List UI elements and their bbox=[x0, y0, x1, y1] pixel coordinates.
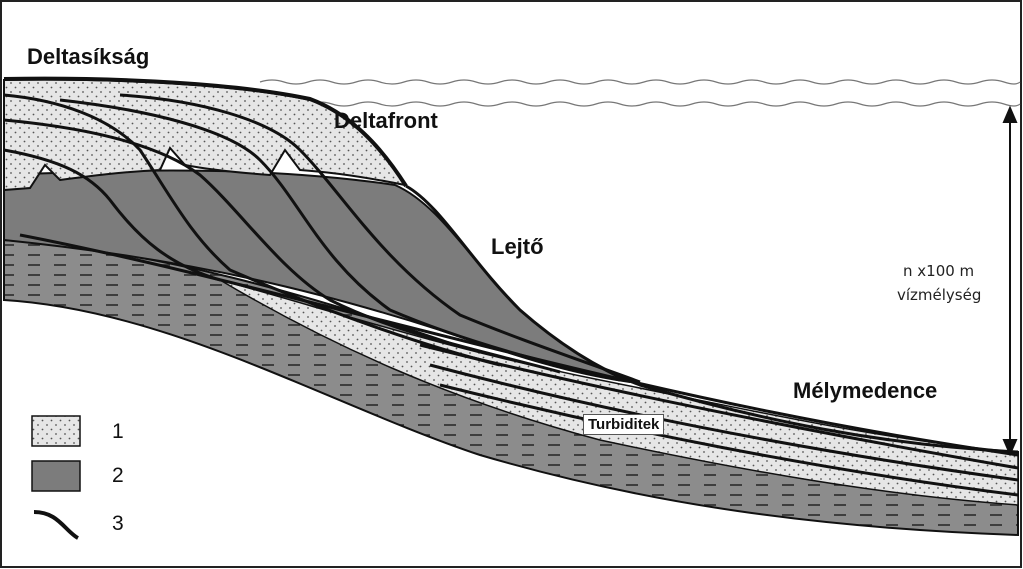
legend-symbol-line bbox=[33, 510, 79, 540]
legend-key-1: 1 bbox=[112, 420, 124, 443]
label-delta-plain: Deltasíkság bbox=[27, 44, 150, 69]
label-delta-front: Deltafront bbox=[334, 108, 438, 133]
legend-symbol-sand bbox=[31, 415, 81, 447]
label-turbidites: Turbiditek bbox=[583, 414, 665, 435]
label-depth-value: n x100 m bbox=[903, 262, 975, 280]
label-depth-unit: vízmélység bbox=[897, 286, 982, 304]
label-basin: Mélymedence bbox=[793, 378, 938, 403]
legend-symbol-shale bbox=[31, 460, 81, 492]
delta-plain-surface bbox=[3, 76, 408, 188]
clinoform-lines bbox=[3, 93, 1019, 497]
legend-key-2: 2 bbox=[112, 464, 124, 487]
label-slope: Lejtő bbox=[491, 234, 544, 259]
water-surface-lower bbox=[259, 101, 1021, 107]
water-surface-upper bbox=[259, 79, 1021, 85]
legend-key-3: 3 bbox=[112, 512, 124, 535]
water-depth-arrow bbox=[1002, 105, 1018, 457]
